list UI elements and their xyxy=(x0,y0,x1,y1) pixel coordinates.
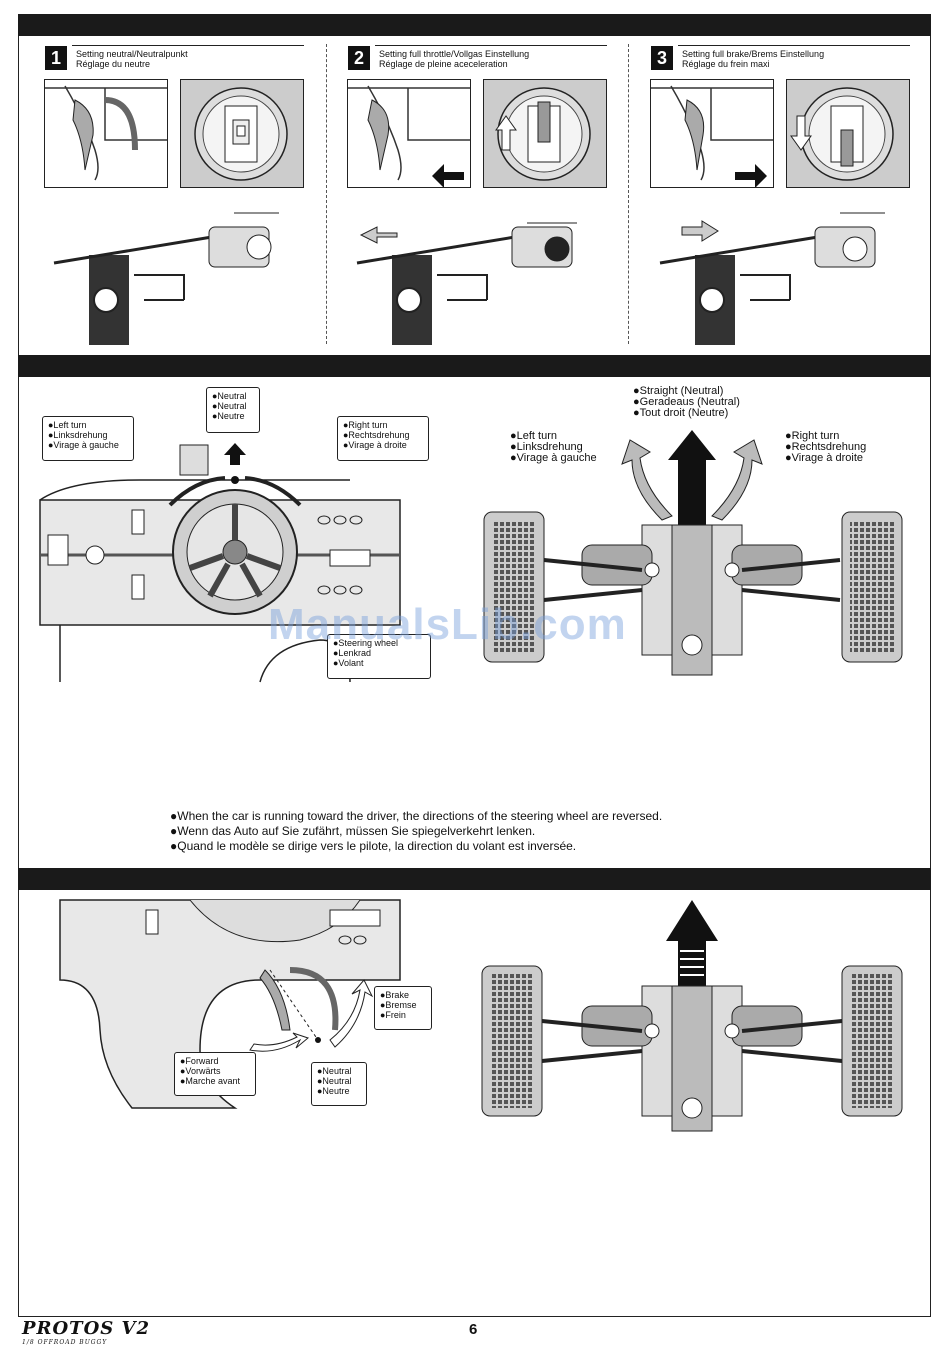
car-left-fr: ●Virage à gauche xyxy=(510,452,597,464)
note-en: ●When the car is running toward the driv… xyxy=(170,809,663,823)
step-1-rule xyxy=(72,45,304,46)
section-band-steering xyxy=(18,355,931,377)
step-2-rule xyxy=(375,45,607,46)
steering-left-turn-callout: ●Left turn ●Linksdrehung ●Virage à gauch… xyxy=(42,416,134,461)
steering-wheel-callout: ●Steering wheel ●Lenkrad ●Volant xyxy=(327,634,431,679)
step-1-linkage-illustration xyxy=(53,212,279,345)
steering-neutral-de: ●Neutral xyxy=(212,401,247,411)
car-left-de: ●Linksdrehung xyxy=(510,441,583,453)
throttle-brake-callout: ●Brake ●Bremse ●Frein xyxy=(374,986,432,1030)
steering-left-turn-de: ●Linksdrehung xyxy=(48,430,108,440)
step-1-title-line2: Réglage du neutre xyxy=(76,59,151,69)
step-2-linkage-illustration xyxy=(356,222,577,345)
step-1-stick-illustration xyxy=(180,79,304,188)
car-straight-en: ●Straight (Neutral) xyxy=(633,385,724,397)
step-3-title-line2: Réglage du frein maxi xyxy=(682,59,770,69)
steering-wheel-de: ●Lenkrad xyxy=(333,648,371,658)
steering-right-turn-en: ●Right turn xyxy=(343,420,388,430)
throttle-forward-callout: ●Forward ●Vorwärts ●Marche avant xyxy=(174,1052,256,1096)
throttle-brake-en: ●Brake xyxy=(380,990,409,1000)
steering-right-turn-callout: ●Right turn ●Rechtsdrehung ●Virage à dro… xyxy=(337,416,429,461)
buggy-top-view-throttle xyxy=(481,900,903,1132)
throttle-forward-de: ●Vorwärts xyxy=(180,1066,221,1076)
page-number: 6 xyxy=(469,1321,478,1338)
steering-right-turn-de: ●Rechtsdrehung xyxy=(343,430,410,440)
car-right-de: ●Rechtsdrehung xyxy=(785,441,867,453)
car-straight-de: ●Geradeaus (Neutral) xyxy=(633,396,740,408)
note-de: ●Wenn das Auto auf Sie zufährt, müssen S… xyxy=(170,824,536,838)
throttle-neutral-en: ●Neutral xyxy=(317,1066,352,1076)
section-band-throttle xyxy=(18,868,931,890)
note-fr: ●Quand le modèle se dirige vers le pilot… xyxy=(170,839,577,853)
step-3-linkage-illustration xyxy=(659,212,885,345)
steering-neutral-en: ●Neutral xyxy=(212,391,247,401)
step-2-number: 2 xyxy=(348,46,370,70)
step-3-title-line1: Setting full brake/Brems Einstellung xyxy=(682,49,825,59)
brand-logo-subtitle: 1/8 OFFROAD BUGGY xyxy=(22,1339,108,1346)
step-3-trigger-illustration xyxy=(650,79,774,188)
step-2-title-line2: Réglage de pleine aceceleration xyxy=(379,59,508,69)
step-1-title-line1: Setting neutral/Neutralpunkt xyxy=(76,49,188,59)
steering-left-turn-fr: ●Virage à gauche xyxy=(48,440,119,450)
steering-right-turn-fr: ●Virage à droite xyxy=(343,440,407,450)
steering-neutral-callout: ●Neutral ●Neutral ●Neutre xyxy=(206,387,260,433)
brand-logo-name: PROTOS V2 xyxy=(22,1318,151,1339)
steering-wheel-fr: ●Volant xyxy=(333,658,364,668)
step-2-trigger-illustration xyxy=(347,79,471,188)
throttle-neutral-de: ●Neutral xyxy=(317,1076,352,1086)
step-3-number: 3 xyxy=(651,46,673,70)
throttle-neutral-callout: ●Neutral ●Neutral ●Neutre xyxy=(311,1062,367,1106)
steering-wheel-en: ●Steering wheel xyxy=(333,638,398,648)
steering-neutral-fr: ●Neutre xyxy=(212,411,245,421)
step-divider-1 xyxy=(326,44,327,344)
step-2-stick-illustration xyxy=(483,79,607,188)
car-right-en: ●Right turn xyxy=(785,430,840,442)
buggy-top-view-steering xyxy=(483,430,903,676)
step-2-title-line1: Setting full throttle/Vollgas Einstellun… xyxy=(379,49,530,59)
throttle-neutral-fr: ●Neutre xyxy=(317,1086,350,1096)
section-band-throttle-setup xyxy=(18,14,931,36)
throttle-brake-fr: ●Frein xyxy=(380,1010,406,1020)
throttle-brake-de: ●Bremse xyxy=(380,1000,417,1010)
car-straight-fr: ●Tout droit (Neutre) xyxy=(633,407,729,419)
step-1-number: 1 xyxy=(45,46,67,70)
steering-left-turn-en: ●Left turn xyxy=(48,420,87,430)
transmitter-throttle-illustration xyxy=(59,899,401,1109)
brand-logo: PROTOS V2 1/8 OFFROAD BUGGY xyxy=(22,1318,150,1346)
transmitter-steering-illustration xyxy=(39,443,401,683)
step-1-trigger-illustration xyxy=(44,79,168,188)
watermark: ManualsLib.com xyxy=(268,600,627,649)
car-right-fr: ●Virage à droite xyxy=(785,452,863,464)
car-left-en: ●Left turn xyxy=(510,430,558,442)
throttle-forward-fr: ●Marche avant xyxy=(180,1076,240,1086)
step-3-stick-illustration xyxy=(786,79,910,188)
step-3-rule xyxy=(678,45,910,46)
step-divider-2 xyxy=(628,44,629,344)
throttle-forward-en: ●Forward xyxy=(180,1056,219,1066)
